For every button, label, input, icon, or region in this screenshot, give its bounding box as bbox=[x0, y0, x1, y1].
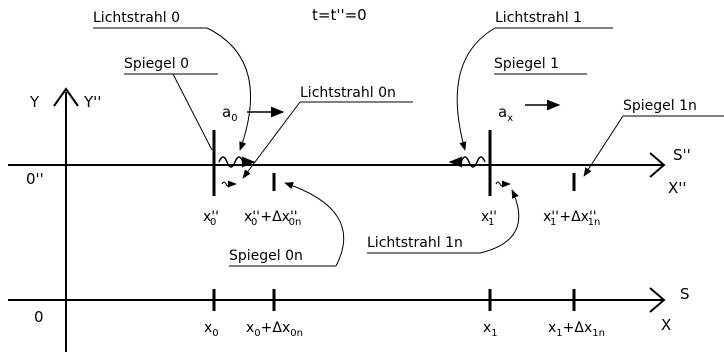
title-label: t=t''=0 bbox=[312, 6, 367, 24]
lichtstrahl-1-label: Lichtstrahl 1 bbox=[495, 10, 582, 26]
lichtstrahl-1n-pointer bbox=[479, 189, 520, 254]
spiegel-1n-label: Spiegel 1n bbox=[623, 98, 697, 114]
moving-x-label: X'' bbox=[668, 179, 687, 197]
ax-label: ax bbox=[498, 103, 513, 124]
spiegel-0-pointer bbox=[172, 73, 213, 151]
rest-frame-label: S bbox=[680, 285, 690, 303]
moving-frame-label: S'' bbox=[673, 146, 691, 164]
lichtstrahl-0-pointer bbox=[206, 27, 252, 151]
lichtstrahl-1-wave bbox=[460, 156, 486, 168]
rest-x-axis bbox=[8, 287, 666, 313]
spiegel-1n-pointer bbox=[583, 115, 624, 177]
lichtstrahl-0n-wave bbox=[221, 181, 231, 187]
lichtstrahl-0n-label: Lichtstrahl 0n bbox=[300, 85, 396, 101]
lichtstrahl-1n-label: Lichtstrahl 1n bbox=[367, 235, 463, 251]
lichtstrahl-1-pointer bbox=[456, 27, 496, 151]
rest-origin-label: 0 bbox=[34, 308, 44, 326]
rest-tick-label-x0: x0 bbox=[204, 320, 219, 339]
moving-origin-label: 0'' bbox=[26, 170, 44, 188]
lichtstrahl-0-label: Lichtstrahl 0 bbox=[93, 10, 180, 26]
spiegel-0n-label: Spiegel 0n bbox=[229, 248, 303, 264]
moving-tick-label-x1n: x''1+Δx''1n bbox=[543, 209, 600, 228]
spiegel-0-label: Spiegel 0 bbox=[124, 56, 189, 72]
rest-x-label: X bbox=[661, 316, 671, 334]
moving-tick-label-x0n: x''0+Δx''0n bbox=[244, 209, 301, 228]
moving-tick-label-x1: x''1 bbox=[481, 209, 497, 228]
y-axis-label: Y bbox=[29, 93, 40, 111]
y-moving-axis-label: Y'' bbox=[83, 93, 101, 111]
lichtstrahl-0n-pointer bbox=[242, 101, 301, 179]
moving-x-axis bbox=[8, 152, 666, 178]
spiegel-1-label: Spiegel 1 bbox=[494, 56, 559, 72]
a0-label: a0 bbox=[222, 103, 238, 124]
rest-tick-label-x1n: x1+Δx1n bbox=[548, 320, 605, 339]
moving-tick-label-x0: x''0 bbox=[203, 209, 219, 228]
rest-tick-label-x1: x1 bbox=[483, 320, 498, 339]
rest-tick-label-x0n: x0+Δx0n bbox=[246, 320, 303, 339]
lichtstrahl-0-wave bbox=[218, 156, 244, 168]
lichtstrahl-1n-wave bbox=[495, 181, 505, 187]
spiegel-0n-pointer bbox=[284, 182, 345, 267]
y-axis bbox=[53, 87, 79, 352]
